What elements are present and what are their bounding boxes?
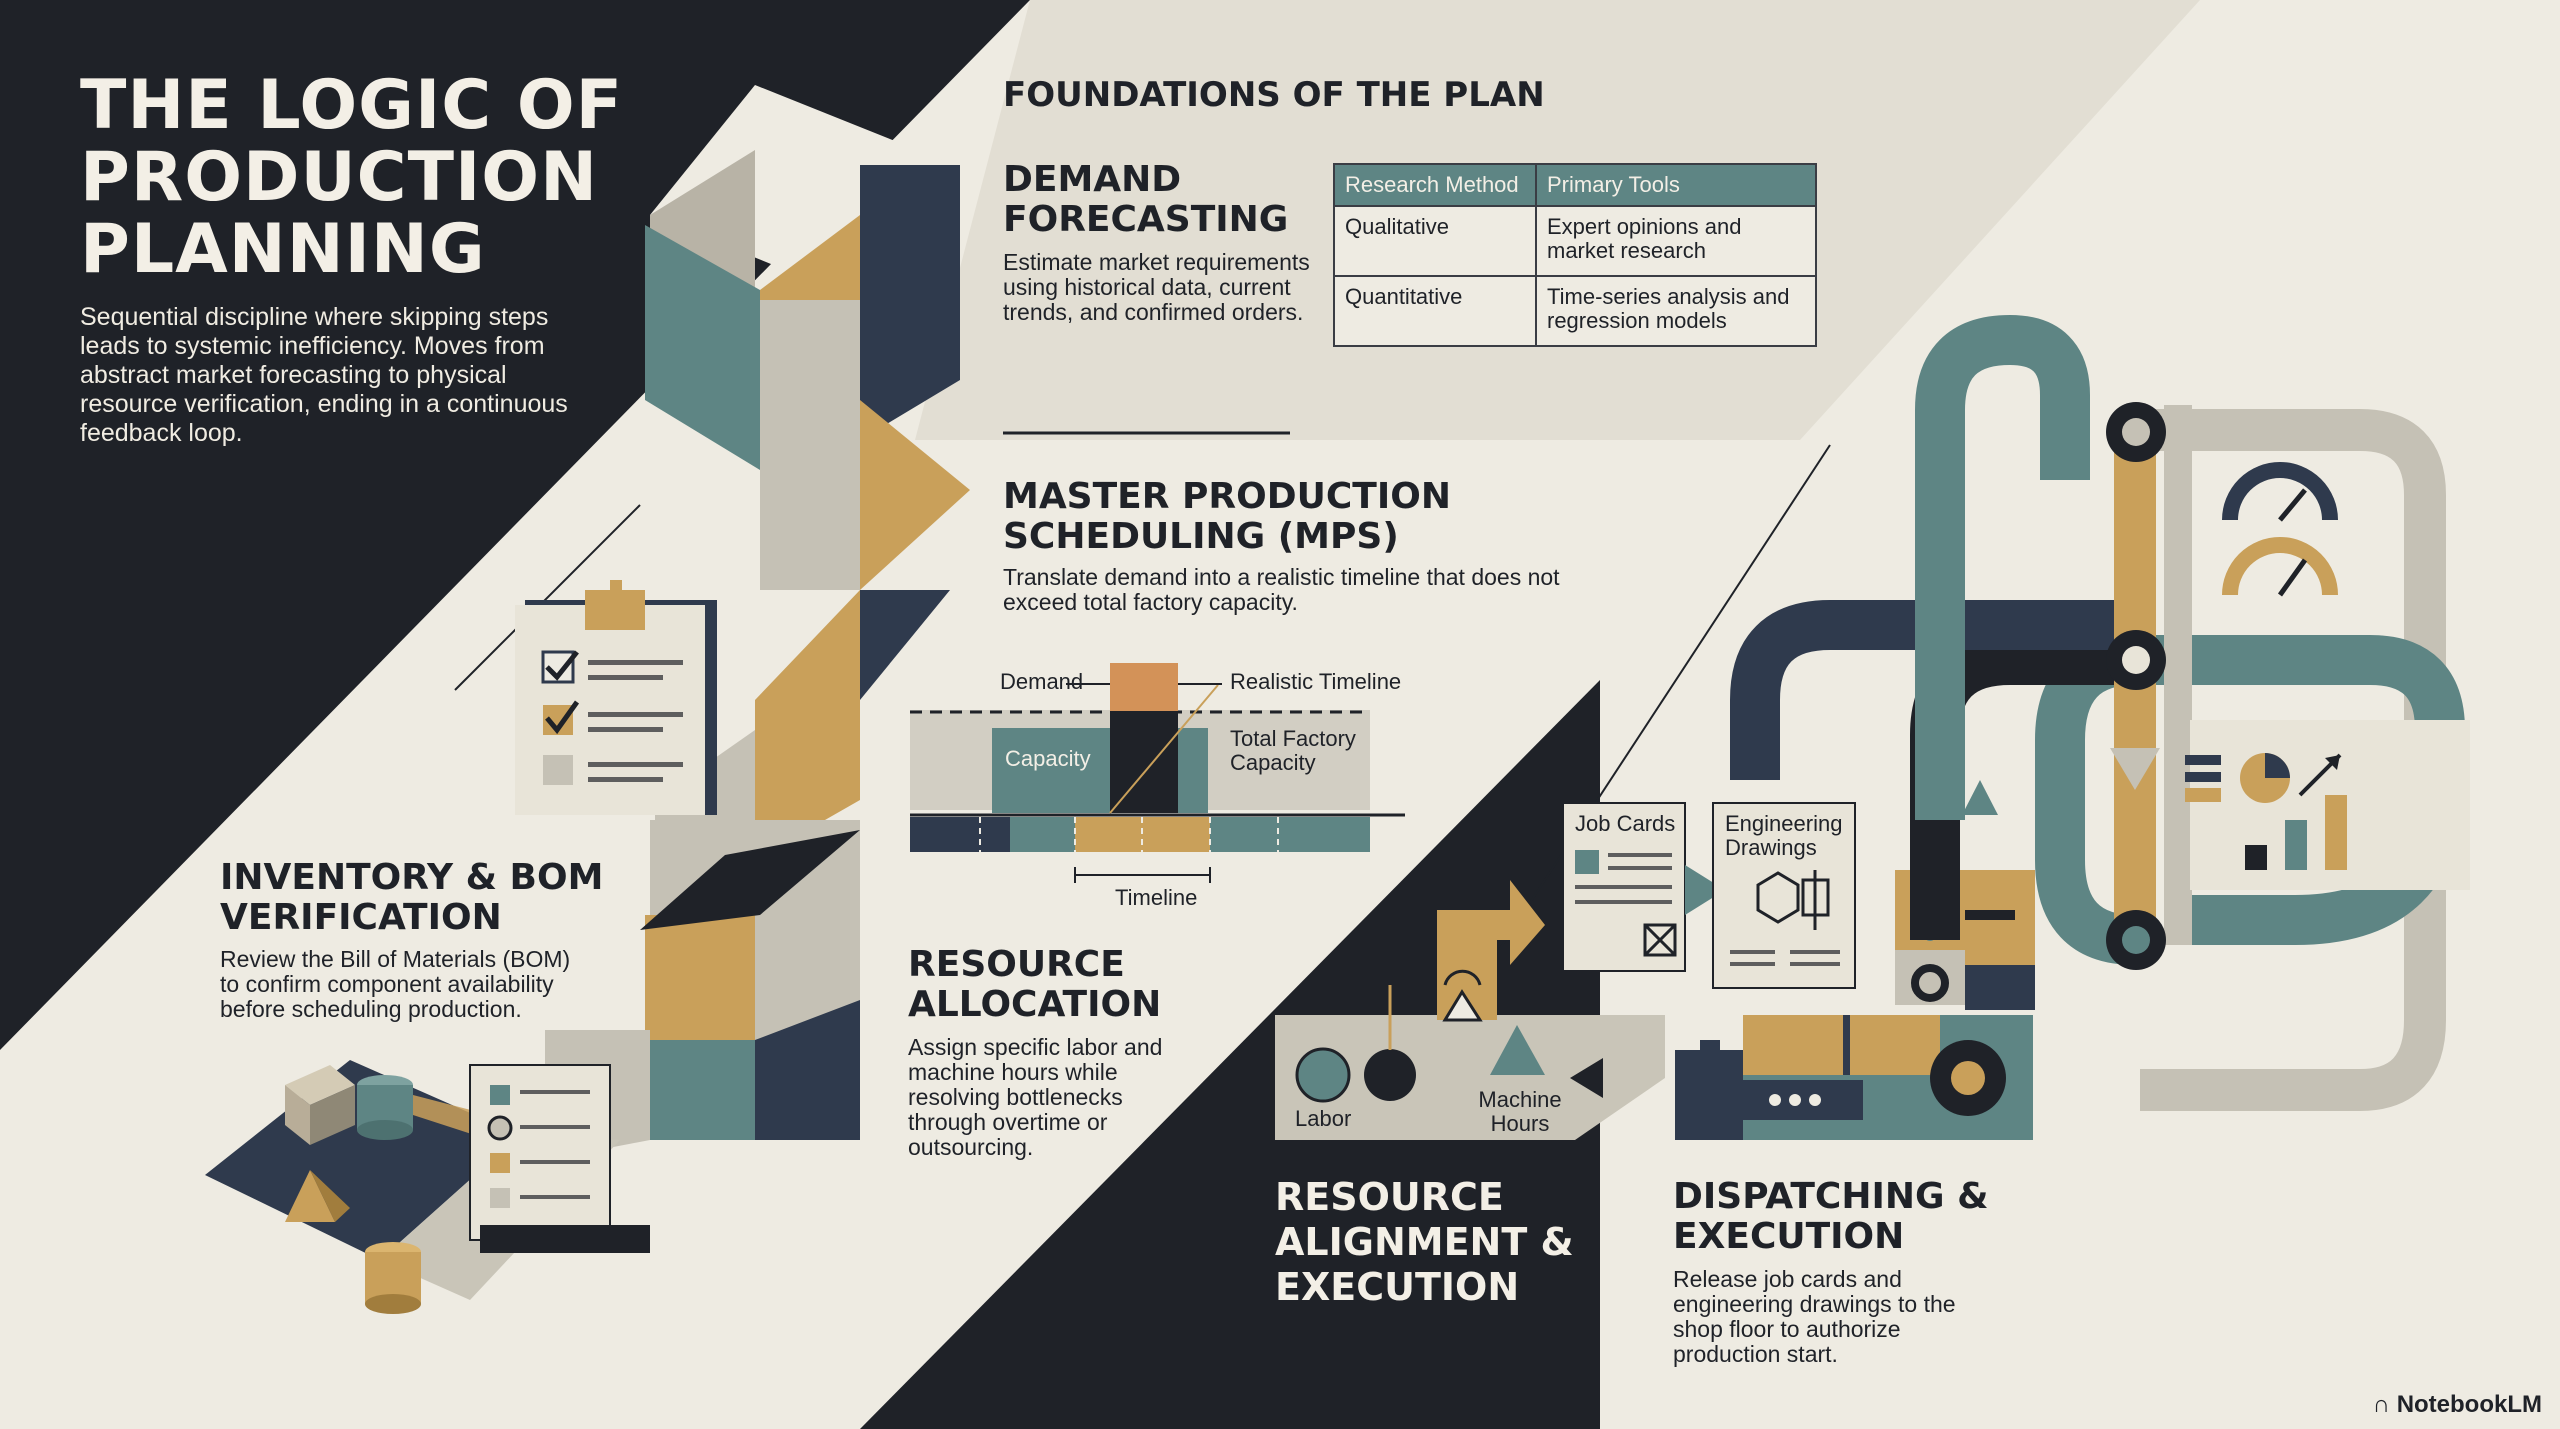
realistic-timeline-label: Realistic Timeline xyxy=(1230,669,1402,694)
mps-text: Translate demand into a realistic timeli… xyxy=(1003,564,1560,615)
table-cell: Time-series analysis and regression mode… xyxy=(1535,275,1817,347)
brand-watermark: ∩ NotebookLM xyxy=(2373,1391,2542,1419)
labor-label: Labor xyxy=(1295,1106,1352,1131)
inventory-text: Review the Bill of Materials (BOM) to co… xyxy=(220,946,571,1022)
table-row: Qualitative Expert opinions and market r… xyxy=(1333,205,1817,277)
demand-label: Demand xyxy=(1000,669,1084,694)
feedback-loop-pipes xyxy=(1730,314,2470,1111)
brand-label: NotebookLM xyxy=(2396,1391,2542,1418)
table-cell: Quantitative xyxy=(1333,275,1537,347)
table-row: Quantitative Time-series analysis and re… xyxy=(1333,275,1817,347)
timeline-label: Timeline xyxy=(1115,885,1198,910)
inventory-title: INVENTORY & BOM VERIFICATION xyxy=(220,857,604,938)
job-cards-label: Job Cards xyxy=(1575,811,1676,836)
mps-title: MASTER PRODUCTION SCHEDULING (MPS) xyxy=(1003,476,1451,557)
resource-puzzle-icon xyxy=(1275,880,1665,1140)
page-title: THE LOGIC OF PRODUCTION PLANNING xyxy=(80,66,624,289)
gauge-icon xyxy=(2222,462,2338,597)
table-header: Research Method xyxy=(1333,163,1537,207)
notebooklm-logo-icon: ∩ xyxy=(2372,1391,2391,1418)
analytics-chart-icon xyxy=(2185,753,2347,870)
job-cards-icon xyxy=(1562,802,1725,972)
dark-panel-bottom xyxy=(860,680,1600,1429)
mps-capacity-diagram xyxy=(910,663,1405,883)
table-header: Primary Tools xyxy=(1535,163,1817,207)
resource-allocation-title: RESOURCE ALLOCATION xyxy=(908,944,1162,1025)
capacity-label: Capacity xyxy=(1005,746,1091,771)
intro-text: Sequential discipline where skipping ste… xyxy=(80,303,568,447)
foundations-heading: FOUNDATIONS OF THE PLAN xyxy=(1003,75,1545,115)
table-cell: Expert opinions and market research xyxy=(1535,205,1817,277)
dispatching-title: DISPATCHING & EXECUTION xyxy=(1673,1176,1989,1257)
table-cell: Qualitative xyxy=(1333,205,1537,277)
resource-allocation-text: Assign specific labor and machine hours … xyxy=(908,1034,1163,1160)
machine-hours-label: Machine Hours xyxy=(1478,1087,1562,1136)
clipboard-icon xyxy=(515,580,717,815)
research-method-table: Research Method Primary Tools Qualitativ… xyxy=(1333,163,1817,347)
connector-rings xyxy=(2106,402,2166,970)
total-factory-capacity-label: Total Factory Capacity xyxy=(1230,726,1356,775)
dispatching-text: Release job cards and engineering drawin… xyxy=(1673,1266,1956,1367)
resource-alignment-title: RESOURCE ALIGNMENT & EXECUTION xyxy=(1275,1175,1574,1309)
engineering-drawings-icon xyxy=(1712,802,1856,989)
inventory-platform-icon xyxy=(205,1060,650,1314)
demand-forecasting-text: Estimate market requirements using histo… xyxy=(1003,249,1310,325)
demand-forecasting-title: DEMAND FORECASTING xyxy=(1003,159,1289,240)
engineering-drawings-label: Engineering Drawings xyxy=(1725,811,1843,860)
machine-block-icon xyxy=(1675,870,2035,1140)
